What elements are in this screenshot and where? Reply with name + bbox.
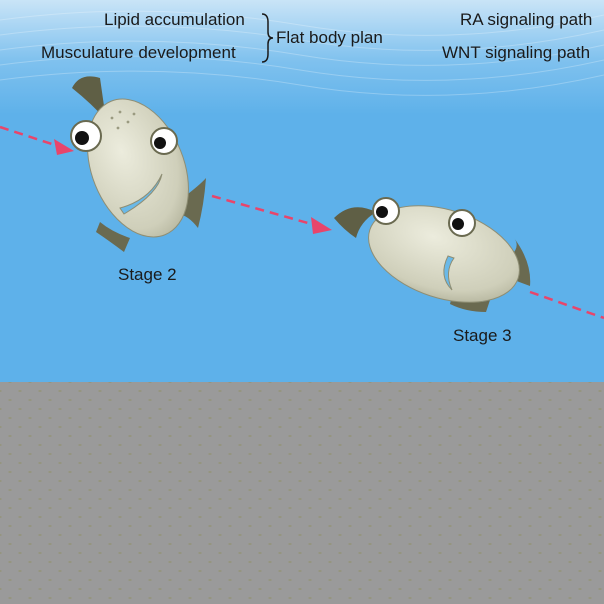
stage-2-label: Stage 2 xyxy=(118,265,177,284)
dashed-arrow-icon xyxy=(529,290,604,320)
seabed-pebbles xyxy=(0,382,604,604)
fish-stage2-icon xyxy=(70,76,206,252)
wnt-signaling-label: WNT signaling path xyxy=(442,43,591,62)
fish-stage3-icon xyxy=(334,197,531,312)
flat-body-plan-label: Flat body plan xyxy=(276,28,383,47)
dashed-arrow-icon xyxy=(211,194,332,234)
brace-icon xyxy=(261,13,274,63)
musculature-development-label: Musculature development xyxy=(41,43,236,62)
dashed-arrow-icon xyxy=(0,125,74,155)
ra-signaling-label: RA signaling path xyxy=(460,10,593,29)
stage-3-label: Stage 3 xyxy=(453,326,512,345)
lipid-accumulation-label: Lipid accumulation xyxy=(104,10,245,29)
surface-waves xyxy=(0,10,604,96)
